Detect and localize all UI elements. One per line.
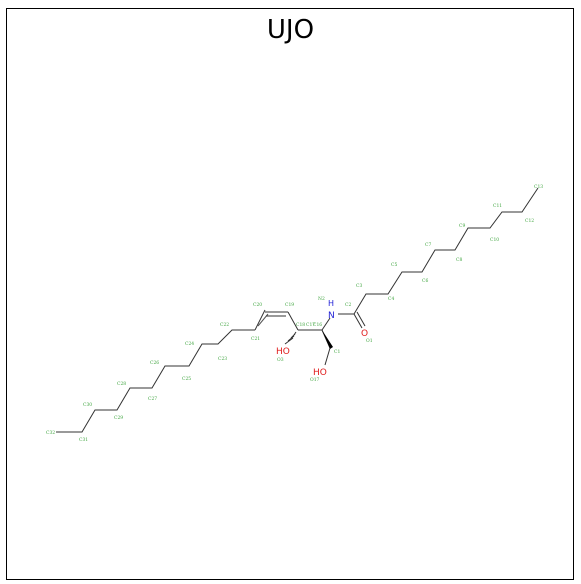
- atom-label-c23: C23: [218, 356, 227, 362]
- atom-label-c6: C6: [422, 278, 428, 284]
- atom-label-n2: N2: [318, 296, 325, 302]
- atom-label-c1: C1: [334, 349, 340, 355]
- sphingoid-chain-bonds: [56, 329, 255, 433]
- atom-label-c9: C9: [459, 223, 465, 229]
- atom-label-c19: C19: [285, 302, 294, 308]
- atom-label-c17: C17: [306, 322, 315, 328]
- nitrogen-hydrogen-label: H: [328, 299, 334, 308]
- atom-label-c12: C12: [525, 218, 534, 224]
- atom-label-c13: C13: [534, 184, 543, 190]
- hydroxyl-label-right: HO: [313, 368, 327, 378]
- bond-c3-c2: [287, 311, 299, 331]
- atom-label-c22: C22: [220, 322, 229, 328]
- double-bond-c4-c5: [254, 309, 266, 331]
- atom-label-c10: C10: [490, 237, 499, 243]
- atom-label-c8: C8: [456, 257, 462, 263]
- atom-label-c25: C25: [182, 376, 191, 382]
- ligand-title: UJO: [266, 15, 315, 45]
- atom-label-c30: C30: [83, 402, 92, 408]
- atom-label-o3: O3: [277, 357, 284, 363]
- atom-label-o17: O17: [310, 377, 320, 383]
- atom-label-o1: O1: [366, 338, 373, 344]
- atom-label-c29: C29: [114, 415, 123, 421]
- acyl-chain-bonds: [353, 187, 539, 315]
- hydroxyl-label-left: HO: [276, 347, 290, 357]
- atom-label-c28: C28: [117, 381, 126, 387]
- figure-frame: [6, 8, 574, 580]
- atom-label-c21: C21: [251, 336, 260, 342]
- atom-label-c7: C7: [425, 242, 431, 248]
- atom-label-c18: C18: [296, 322, 305, 328]
- hashed-wedge-bond: [284, 331, 297, 345]
- atom-label-c27: C27: [148, 396, 157, 402]
- atom-label-c3: C3: [356, 283, 362, 289]
- nitrogen-label: N: [328, 311, 335, 321]
- atom-label-c31: C31: [79, 437, 88, 443]
- atom-label-c16: C16: [313, 322, 322, 328]
- solid-wedge-bond: [322, 330, 333, 349]
- atom-label-c20: C20: [253, 302, 262, 308]
- bond-c-o-carbonyl: [353, 313, 363, 329]
- carbonyl-oxygen-label: O: [361, 329, 368, 339]
- atom-label-c11: C11: [493, 203, 502, 209]
- atom-label-c2: C2: [345, 302, 351, 308]
- atom-label-c32: C32: [46, 430, 55, 436]
- bond-c1-n: [321, 317, 331, 331]
- atom-label-c4: C4: [388, 296, 394, 302]
- atom-label-c5: C5: [391, 262, 397, 268]
- atom-label-c24: C24: [185, 341, 194, 347]
- bond-c-o-carbonyl-second: [356, 311, 366, 327]
- bond-c-oh: [324, 347, 331, 366]
- atom-label-c26: C26: [150, 360, 159, 366]
